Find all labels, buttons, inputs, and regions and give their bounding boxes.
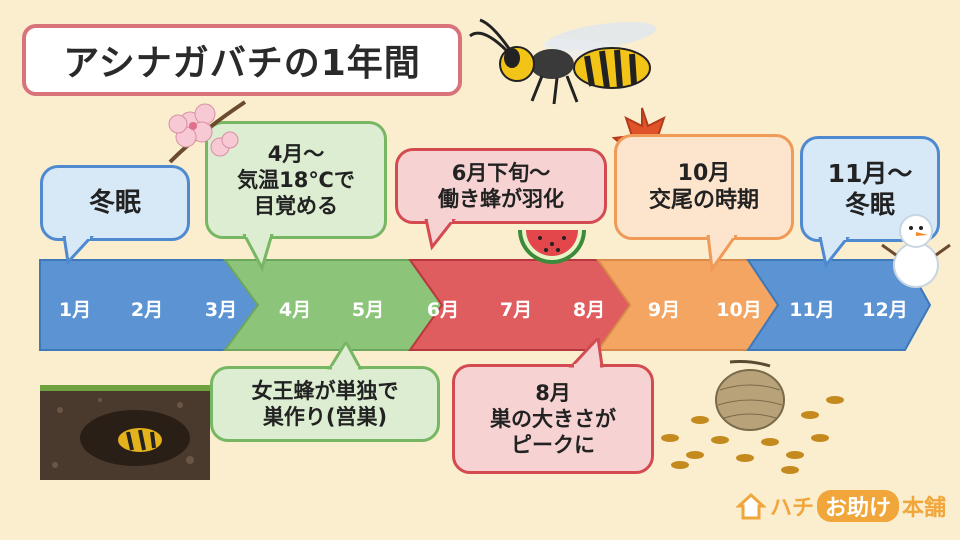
- callout-april-tail: [242, 234, 274, 272]
- callout-august-tail: [568, 338, 604, 368]
- brand-part1: ハチ: [770, 496, 815, 521]
- callout-queen-tail: [327, 342, 363, 370]
- month-label-11: 11月: [789, 299, 835, 321]
- month-label-9: 9月: [647, 299, 681, 321]
- callout-november-tail: [818, 237, 850, 269]
- month-label-10: 10月: [716, 299, 762, 321]
- callout-june-tail: [424, 219, 456, 251]
- callout-november-text: 11月～ 冬眠: [827, 158, 913, 219]
- nest-icon: [661, 360, 844, 474]
- watermelon-icon: [518, 230, 586, 264]
- callout-queen-text: 女王蜂が単独で 巣作り(営巣): [251, 378, 399, 429]
- callout-october-tail: [706, 235, 738, 274]
- callout-june: 6月下旬～ 働き蜂が羽化: [395, 148, 607, 224]
- callout-winter-start-tail: [62, 236, 95, 266]
- brand-part3: 本舗: [902, 496, 947, 521]
- brand-part2: お助け: [817, 490, 900, 522]
- month-label-4: 4月: [278, 299, 312, 321]
- month-label-12: 12月: [862, 299, 908, 321]
- callout-queen: 女王蜂が単独で 巣作り(営巣): [210, 366, 440, 442]
- sakura-icon: [168, 100, 247, 164]
- callout-august: 8月 巣の大きさが ピークに: [452, 364, 654, 474]
- callout-april-text: 4月～ 気温18℃で 目覚める: [237, 141, 355, 219]
- month-label-2: 2月: [130, 299, 164, 321]
- brand-logo: ハチ お助け 本舗: [736, 490, 946, 522]
- callout-august-text: 8月 巣の大きさが ピークに: [490, 380, 616, 458]
- month-label-1: 1月: [58, 299, 92, 321]
- house-icon: [736, 492, 766, 520]
- month-label-7: 7月: [499, 299, 533, 321]
- snowman-icon: [881, 214, 951, 288]
- month-label-3: 3月: [204, 299, 238, 321]
- callout-october-text: 10月 交尾の時期: [648, 160, 759, 214]
- wasp-icon: [469, 18, 657, 105]
- callout-june-text: 6月下旬～ 働き蜂が羽化: [438, 160, 564, 211]
- callout-winter-start: 冬眠: [40, 165, 190, 241]
- timeline-arrow: [39, 259, 932, 351]
- month-label-8: 8月: [572, 299, 606, 321]
- month-label-5: 5月: [351, 299, 385, 321]
- callout-october: 10月 交尾の時期: [614, 134, 794, 240]
- page-title: アシナガバチの1年間: [22, 24, 462, 96]
- month-label-6: 6月: [426, 299, 460, 321]
- burrow-icon: [40, 385, 210, 480]
- callout-winter-start-text: 冬眠: [88, 187, 141, 218]
